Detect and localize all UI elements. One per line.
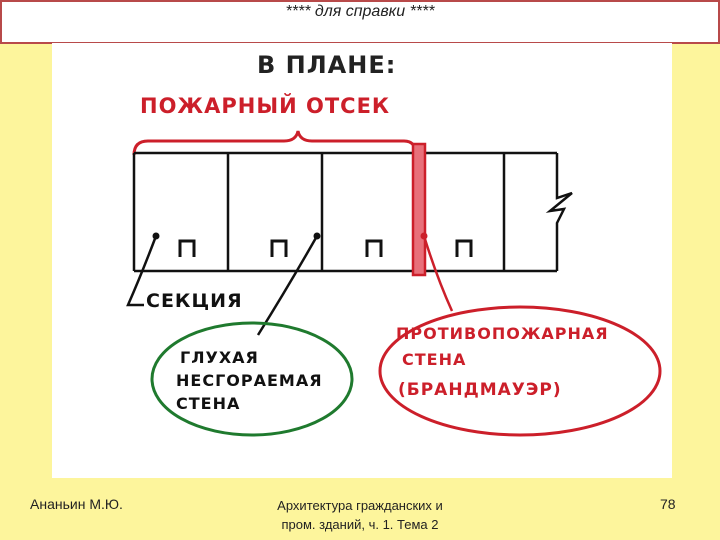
- firewall-ellipse: [378, 305, 662, 437]
- footer-course: Архитектура гражданских и пром. зданий, …: [255, 496, 465, 534]
- plan-diagram: В ПЛАНЕ: ПОЖАРНЫЙ ОТСЕК: [126, 51, 662, 437]
- footer-course-line-2: пром. зданий, ч. 1. Тема 2: [281, 517, 439, 532]
- stair-mark: [365, 239, 383, 257]
- blind-wall-ellipse: [150, 321, 354, 437]
- page-number: 78: [660, 496, 676, 512]
- footer-author: Ананьин М.Ю.: [30, 496, 123, 512]
- section-label: СЕКЦИЯ: [146, 290, 243, 312]
- fire-wall: [411, 142, 427, 277]
- stair-mark: [178, 239, 196, 257]
- drawing-panel: В ПЛАНЕ: ПОЖАРНЫЙ ОТСЕК: [52, 43, 672, 478]
- section-pointer: [126, 235, 158, 307]
- fire-compartment-label: ПОЖАРНЫЙ ОТСЕК: [140, 93, 390, 118]
- firewall-line-2: СТЕНА: [402, 350, 466, 369]
- break-line: [545, 153, 573, 271]
- blind-wall-line-2: НЕСГОРАЕМАЯ: [176, 371, 323, 390]
- firewall-line-1: ПРОТИВОПОЖАРНАЯ: [396, 324, 609, 343]
- building-plan: [132, 151, 573, 273]
- footer-course-line-1: Архитектура гражданских и: [277, 498, 443, 513]
- stair-mark: [270, 239, 288, 257]
- heading-text: В ПЛАНЕ:: [257, 51, 396, 79]
- blind-wall-line-1: ГЛУХАЯ: [180, 348, 259, 367]
- header-text: **** для справки ****: [285, 3, 435, 20]
- header-bar: **** для справки ****: [0, 0, 720, 44]
- firewall-pointer: [422, 235, 454, 312]
- compartment-brace: [132, 130, 418, 156]
- blind-wall-line-3: СТЕНА: [176, 394, 240, 413]
- firewall-line-3: (БРАНДМАУЭР): [398, 380, 562, 400]
- stair-mark: [455, 239, 473, 257]
